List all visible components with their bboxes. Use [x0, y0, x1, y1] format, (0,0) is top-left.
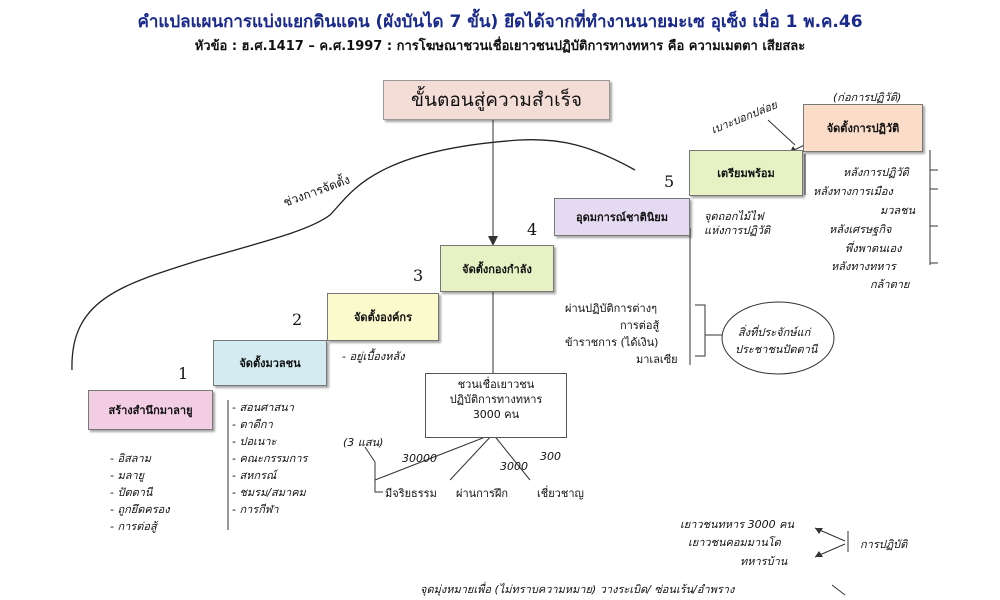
step4-detail-line: ชวนเชื่อเยาวชน — [457, 378, 535, 391]
step-7-box: จัดตั้งการปฏิวัติ — [803, 104, 923, 152]
step1-item: - มลายู — [110, 469, 145, 482]
bottom-right-label: การปฏิบัติ — [860, 538, 908, 551]
step1-item: - การต่อสู้ — [110, 520, 157, 533]
step5-oval-line: สิ่งที่ประจักษ์แก่ — [738, 326, 811, 339]
step-4-number: 4 — [527, 220, 538, 239]
step5-item: มาเลเซีย — [636, 353, 678, 366]
step-3-number: 3 — [413, 266, 424, 285]
step-3-box: จัดตั้งองค์กร — [327, 293, 439, 341]
step4-bottom-item: มีจริยธรรม — [385, 487, 437, 500]
step4-detail-line: ปฏิบัติการทางทหาร — [449, 393, 543, 406]
step7-top-note: (ก่อการปฏิวัติ) — [833, 91, 902, 104]
step-5-number: 5 — [664, 172, 675, 191]
step1-item: - ถูกยึดครอง — [110, 503, 170, 516]
step4-detail-line: 3000 คน — [472, 408, 520, 421]
page-title: คำแปลแผนการแบ่งแยกดินแดน (ผังบันได 7 ขั้… — [137, 12, 863, 32]
step2-item: - คณะกรรมการ — [232, 452, 308, 465]
step1-item: - อิสลาม — [110, 452, 151, 465]
brace-curve — [71, 139, 636, 371]
step2-item: - ปอเนาะ — [232, 435, 277, 448]
step5-item: ข้าราชการ (ได้เงิน) — [565, 336, 659, 349]
step7-item: พึ่งพาตนเอง — [845, 242, 902, 255]
step4-note: (3 แสน) — [343, 436, 384, 449]
step6-note: จุดถอกไม้ไฟ — [704, 210, 764, 223]
step7-item: มวลชน — [880, 204, 916, 217]
step5-item: ผ่านปฏิบัติการต่างๆ — [565, 302, 657, 315]
step-2-number: 2 — [292, 310, 303, 329]
step4-num-b: 3000 — [500, 460, 528, 473]
step2-item: - สหกรณ์ — [232, 469, 277, 482]
step-1-box: สร้างสำนึกมาลายู — [88, 390, 213, 430]
step-1-number: 1 — [178, 364, 189, 383]
step2-item: - สอนศาสนา — [232, 401, 294, 414]
step-5-box: อุดมการณ์ชาตินิยม — [554, 198, 690, 236]
bottom-right-item: เยาวชนทหาร 3000 คน — [680, 518, 794, 531]
bottom-right-item: ทหารบ้าน — [740, 555, 788, 568]
step2-item: - ชมรม/สมาคม — [232, 486, 306, 499]
page-subtitle: หัวข้อ : ฮ.ศ.1417 – ค.ศ.1997 : การโฆษณาช… — [194, 39, 806, 54]
step4-bottom-item: ผ่านการฝึก — [456, 487, 508, 500]
step7-item: กล้าตาย — [870, 278, 910, 291]
step4-num-a: 30000 — [402, 452, 437, 465]
step7-item: หลังเศรษฐกิจ — [829, 223, 892, 236]
step5-oval-line: ประชาชนปัตตานี — [735, 343, 818, 356]
step7-item: หลังการปฏิวัติ — [843, 166, 909, 179]
success-steps-box: ขั้นตอนสู่ความสำเร็จ — [383, 80, 610, 120]
step4-detail-box: ชวนเชื่อเยาวชน ปฏิบัติการทางทหาร 3000 คน — [425, 373, 567, 438]
step7-item: หลังทางการเมือง — [813, 185, 893, 198]
step2-item: - การกีฬา — [232, 503, 279, 516]
bottom-right-item: เยาวชนคอมมานโด — [688, 536, 781, 549]
step6-note: แห่งการปฏิวัติ — [704, 224, 771, 237]
step3-note: - อยู่เบื้องหลัง — [342, 350, 405, 363]
step2-item: - ตาดีกา — [232, 418, 273, 431]
step-4-box: จัดตั้งกองกำลัง — [440, 245, 554, 292]
step7-item: หลังทางทหาร — [831, 260, 896, 273]
step4-bottom-item: เชี่ยวชาญ — [537, 487, 584, 500]
step4-num-c: 300 — [540, 450, 561, 463]
step5-item: การต่อสู้ — [620, 319, 660, 332]
step1-item: - ปัตตานี — [110, 486, 153, 499]
step-2-box: จัดตั้งมวลชน — [213, 340, 327, 386]
step-6-box: เตรียมพร้อม — [689, 150, 803, 196]
footer-note: จุดมุ่งหมายเพื่อ (ไม่ทราบความหมาย) วางระ… — [420, 583, 735, 596]
